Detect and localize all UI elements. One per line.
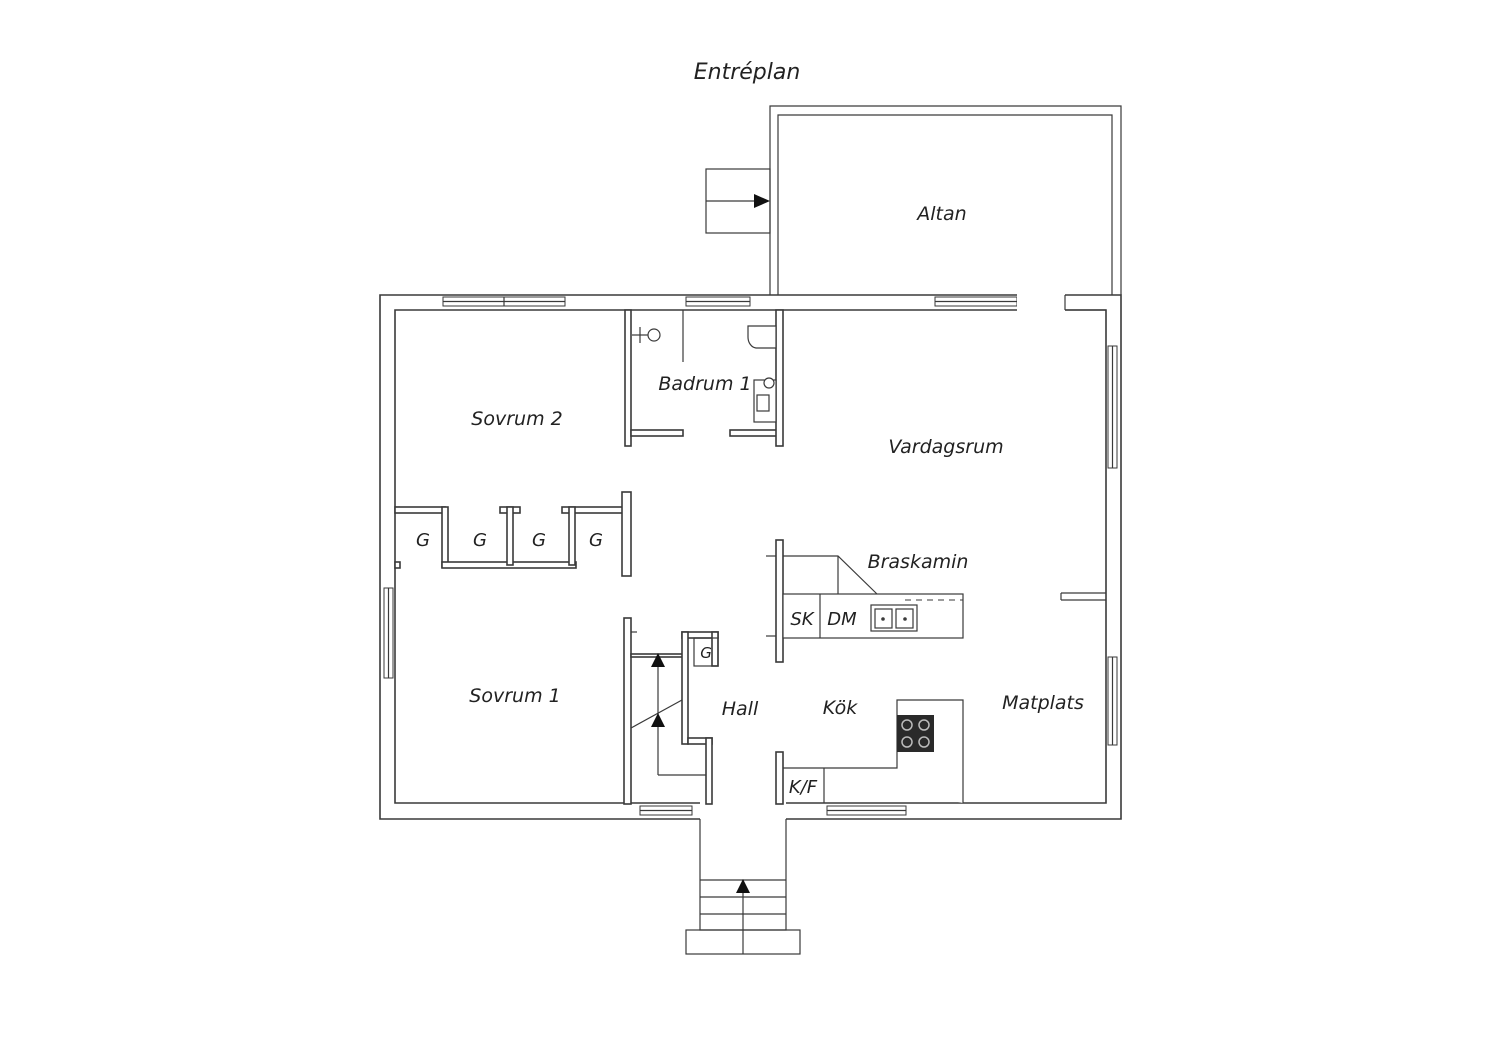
appliance-label-dm: DM — [827, 609, 857, 630]
closet-label: G — [589, 530, 603, 551]
room-label-hall: Hall — [722, 698, 759, 720]
room-label-sovrum2: Sovrum 2 — [471, 408, 562, 430]
front-door-opening — [700, 802, 786, 821]
room-label-vardagsrum: Vardagsrum — [888, 436, 1003, 458]
closet-label: G — [473, 530, 487, 551]
appliance-label-sk: SK — [790, 609, 814, 630]
closet-label: G — [700, 644, 712, 662]
shower-icon — [632, 327, 661, 343]
closet-label: G — [532, 530, 546, 551]
deck-door-opening — [1017, 294, 1065, 312]
room-label-matplats: Matplats — [1002, 692, 1084, 714]
entrance-arrow — [736, 879, 750, 893]
deck-entry-arrow — [754, 194, 770, 208]
room-label-sovrum1: Sovrum 1 — [469, 685, 560, 707]
stair-arrow-upper — [651, 653, 665, 667]
plan-title: Entréplan — [694, 60, 801, 85]
room-label-altan: Altan — [915, 203, 966, 225]
room-label-braskamin: Braskamin — [868, 551, 969, 573]
stove-icon — [897, 715, 934, 752]
sink-icon — [753, 377, 777, 423]
room-label-badrum1: Badrum 1 — [658, 373, 751, 395]
windows — [383, 296, 1118, 816]
appliance-label-kf: K/F — [789, 777, 818, 798]
room-label-kok: Kök — [823, 697, 858, 719]
outer-walls — [379, 294, 1122, 820]
kitchen-sink-icon — [870, 604, 918, 632]
closet-label: G — [416, 530, 430, 551]
stair-arrow-lower — [651, 713, 665, 727]
toilet-icon — [747, 325, 777, 349]
